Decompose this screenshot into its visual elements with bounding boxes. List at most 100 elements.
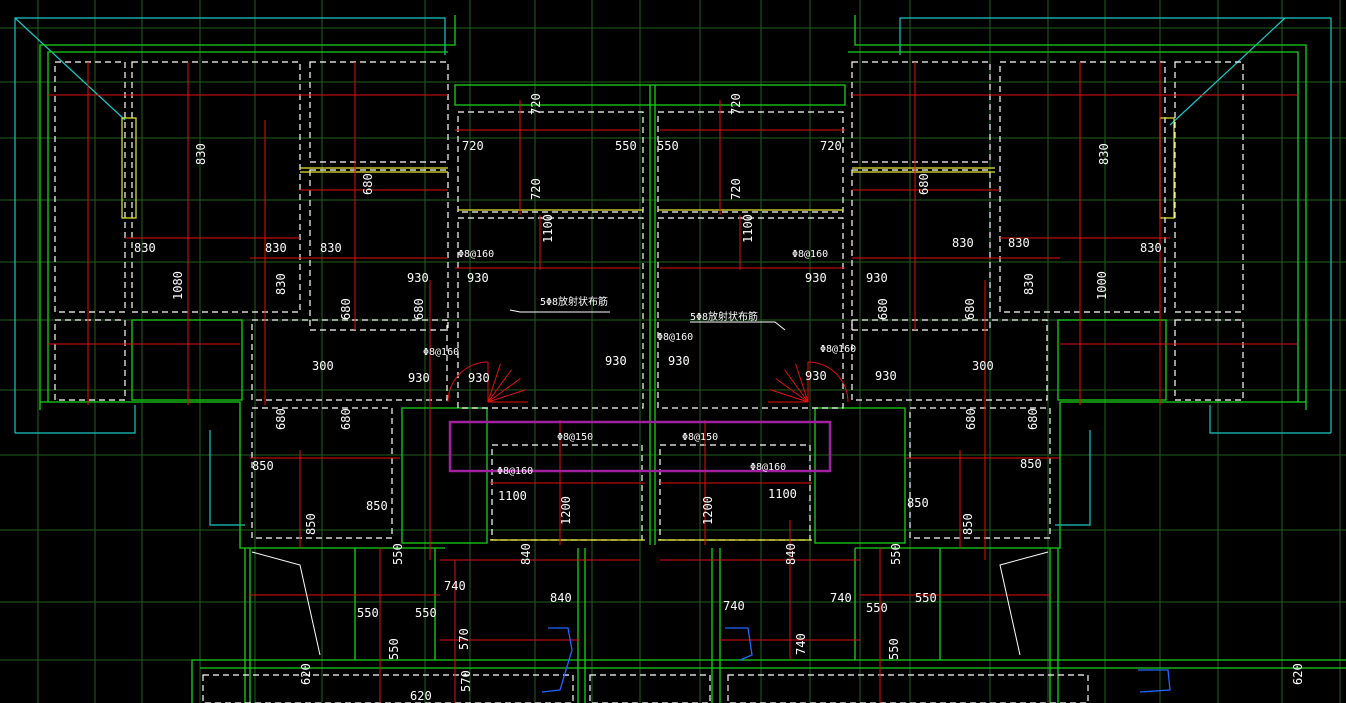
dimension-label: 850 — [907, 496, 929, 510]
dimension-label: 300 — [312, 359, 334, 373]
dimension-label: 5Φ8放射状布筋 — [690, 310, 758, 323]
dimension-label: 1100 — [541, 214, 555, 243]
dimension-label: 830 — [134, 241, 156, 255]
dimension-label: 680 — [876, 298, 890, 320]
dimension-label: 680 — [339, 408, 353, 430]
dimension-label: 720 — [820, 139, 842, 153]
dimension-label: 5Φ8放射状布筋 — [540, 295, 608, 308]
dimension-label: 720 — [729, 93, 743, 115]
dimension-label: 740 — [444, 579, 466, 593]
radial-rebar — [487, 363, 501, 403]
dimension-label: 830 — [1140, 241, 1162, 255]
dimension-label: 680 — [1026, 408, 1040, 430]
dimension-label: 680 — [274, 408, 288, 430]
dimension-label: 680 — [339, 298, 353, 320]
dimension-label: 1000 — [1095, 271, 1109, 300]
dimension-label: Φ8@160 — [792, 249, 828, 260]
dimension-label: 930 — [875, 369, 897, 383]
dimension-label: 680 — [412, 298, 426, 320]
dimension-label: 550 — [889, 543, 903, 565]
dimension-label: 550 — [615, 139, 637, 153]
dimension-label: 1100 — [498, 489, 527, 503]
dimension-label: 740 — [723, 599, 745, 613]
dimension-label: 850 — [1020, 457, 1042, 471]
walls — [39, 15, 1346, 703]
dimension-label: 680 — [917, 173, 931, 195]
dimension-label: 550 — [387, 638, 401, 660]
dimension-label: 550 — [391, 543, 405, 565]
dimension-label: 840 — [519, 543, 533, 565]
dimension-label: 850 — [366, 499, 388, 513]
dimension-label: Φ8@160 — [458, 249, 494, 260]
dimension-label: 930 — [408, 371, 430, 385]
dimension-label: 830 — [265, 241, 287, 255]
dimension-label: 1100 — [768, 487, 797, 501]
dimension-label: 840 — [784, 543, 798, 565]
dimension-label: 570 — [457, 628, 471, 650]
dimension-label: 830 — [1008, 236, 1030, 250]
dimension-label: 550 — [357, 606, 379, 620]
dimension-label: 930 — [467, 271, 489, 285]
dimension-label: 830 — [274, 273, 288, 295]
dimension-label: Φ8@150 — [682, 432, 718, 443]
dimension-label: 930 — [468, 371, 490, 385]
dimension-label: 680 — [963, 298, 977, 320]
dimension-label: 550 — [887, 638, 901, 660]
dimension-label: 850 — [252, 459, 274, 473]
dimension-label: 930 — [605, 354, 627, 368]
structural-columns — [121, 117, 1175, 541]
slab-dashed-outlines — [54, 61, 1244, 703]
dimension-label: 930 — [407, 271, 429, 285]
dimension-label: 550 — [866, 601, 888, 615]
dimension-label: 550 — [657, 139, 679, 153]
dimension-label: 720 — [462, 139, 484, 153]
dimension-label: Φ8@160 — [750, 462, 786, 473]
dimension-label: 1080 — [171, 271, 185, 300]
building-outline — [14, 17, 1332, 526]
dimension-label: 930 — [805, 271, 827, 285]
dimension-label: 300 — [972, 359, 994, 373]
dimension-label: 850 — [961, 513, 975, 535]
radial-rebar — [784, 369, 809, 403]
rebar-lines — [48, 62, 1298, 703]
dimension-label: 830 — [194, 143, 208, 165]
dimension-label: 720 — [729, 178, 743, 200]
dimension-label: 930 — [805, 369, 827, 383]
dimension-label: 620 — [299, 663, 313, 685]
leader-lines — [251, 309, 1049, 656]
dimension-label: 680 — [964, 408, 978, 430]
radial-rebar — [487, 378, 521, 403]
dimension-label: 1100 — [741, 214, 755, 243]
radial-rebar — [487, 389, 527, 403]
dimension-label: Φ8@160 — [497, 466, 533, 477]
dimension-label: 1200 — [701, 496, 715, 525]
radial-arc — [807, 361, 849, 403]
dimension-label: 830 — [1097, 143, 1111, 165]
dimension-label: Φ8@150 — [557, 432, 593, 443]
dimension-label: 720 — [529, 178, 543, 200]
dimension-label: 570 — [459, 670, 473, 692]
dimension-label: 840 — [550, 591, 572, 605]
dimension-label: Φ8@160 — [820, 344, 856, 355]
dimension-label: 830 — [952, 236, 974, 250]
dimension-label: 830 — [1022, 273, 1036, 295]
dimension-label: 620 — [410, 689, 432, 703]
dimension-label: 680 — [361, 173, 375, 195]
dimension-label: 1200 — [559, 496, 573, 525]
dimension-label: 930 — [866, 271, 888, 285]
dimension-label: 620 — [1291, 663, 1305, 685]
radial-arc — [447, 361, 489, 403]
dimension-label: 550 — [915, 591, 937, 605]
dimension-label: 550 — [415, 606, 437, 620]
dimension-label: 850 — [304, 513, 318, 535]
highlight-selection-box[interactable] — [448, 420, 832, 473]
radial-rebar — [769, 389, 809, 403]
dimension-label: Φ8@160 — [657, 332, 693, 343]
radial-rebar — [795, 363, 809, 403]
dimension-label: 740 — [794, 633, 808, 655]
dimension-label: 830 — [320, 241, 342, 255]
dimension-label: Φ8@160 — [423, 347, 459, 358]
